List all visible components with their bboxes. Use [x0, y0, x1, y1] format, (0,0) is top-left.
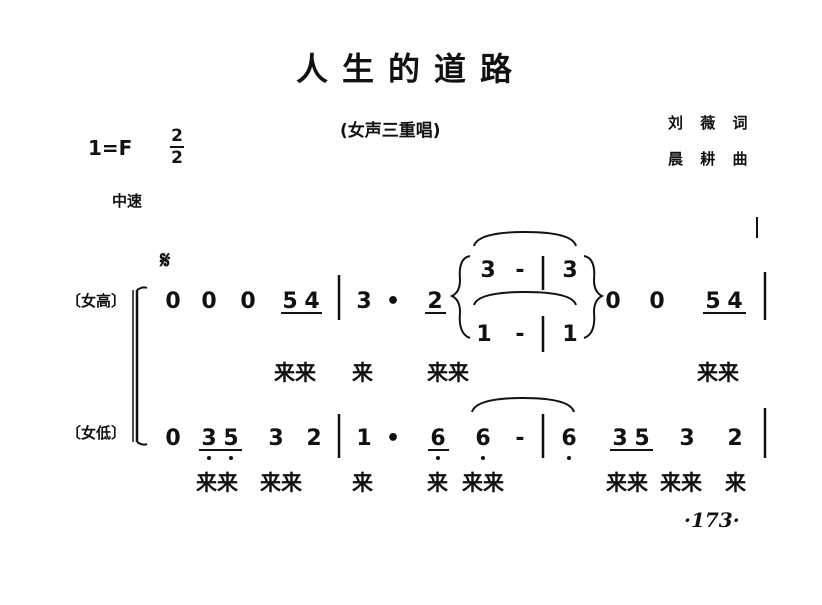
lower-note: 3	[268, 426, 284, 451]
lower-lyric: 来来	[196, 471, 238, 495]
upper-dot: •	[385, 289, 401, 314]
upper-note: 5	[282, 289, 298, 314]
lower-note: 5	[223, 426, 239, 451]
segno-icon: 𝄋	[160, 246, 171, 274]
lower-note: 5	[634, 426, 650, 451]
lower-note: 6	[475, 426, 491, 451]
lower-note: 3	[612, 426, 628, 451]
lower-note: 3	[201, 426, 217, 451]
upper-note: 2	[427, 289, 443, 314]
upper-note-top: 3	[480, 258, 496, 283]
octave-dot	[567, 456, 571, 460]
lower-note: 6	[561, 426, 577, 451]
upper-note: 3	[356, 289, 372, 314]
lower-note: 3	[679, 426, 695, 451]
tempo-marking: 中速	[112, 192, 143, 210]
upper-dash: -	[515, 258, 525, 283]
voice-label-upper: 〔女高〕	[66, 292, 127, 310]
voice-label-lower: 〔女低〕	[66, 424, 127, 442]
upper-note-bottom: 1	[476, 322, 492, 347]
slur	[473, 230, 577, 247]
page-number: ·173·	[684, 508, 740, 532]
lower-lyric: 来	[725, 471, 746, 495]
octave-dot	[481, 456, 485, 460]
lower-lyric: 来来	[606, 471, 648, 495]
lower-lyric: 来	[427, 471, 448, 495]
upper-note: 4	[304, 289, 320, 314]
lower-dash: -	[515, 426, 525, 451]
upper-lyric: 来来	[274, 361, 316, 385]
octave-dot	[229, 456, 233, 460]
upper-note-top: 3	[562, 258, 578, 283]
upper-note: 0	[649, 289, 665, 314]
key-signature: 1=F	[88, 136, 133, 160]
lower-lyric: 来	[352, 471, 373, 495]
time-signature-top: 2	[171, 126, 183, 146]
upper-dash: -	[515, 322, 525, 347]
upper-note: 0	[605, 289, 621, 314]
lower-note: 6	[430, 426, 446, 451]
upper-lyric: 来来	[697, 361, 739, 385]
lower-lyric: 来来	[260, 471, 302, 495]
lower-note: 1	[356, 426, 372, 451]
slur	[473, 290, 577, 306]
slur	[471, 396, 575, 413]
upper-note: 0	[240, 289, 256, 314]
composer-credit: 晨 耕 曲	[668, 150, 754, 168]
time-signature-bottom: 2	[171, 148, 183, 168]
lower-note: 2	[306, 426, 322, 451]
voice-brace	[449, 255, 471, 339]
lyricist-credit: 刘 薇 词	[668, 114, 754, 132]
upper-lyric: 来来	[427, 361, 469, 385]
time-signature: 2 2	[170, 126, 184, 168]
upper-lyric: 来	[352, 361, 373, 385]
upper-note: 4	[727, 289, 743, 314]
octave-dot	[436, 456, 440, 460]
lower-lyric: 来来	[660, 471, 702, 495]
upper-note: 0	[201, 289, 217, 314]
lower-dot: •	[385, 426, 401, 451]
octave-dot	[207, 456, 211, 460]
upper-note: 0	[165, 289, 181, 314]
lower-note: 2	[727, 426, 743, 451]
upper-note: 5	[705, 289, 721, 314]
lower-lyric: 来来	[462, 471, 504, 495]
subtitle: (女声三重唱)	[340, 121, 441, 141]
voice-brace	[583, 255, 605, 339]
lower-note: 0	[165, 426, 181, 451]
song-title: 人生的道路	[295, 50, 526, 88]
upper-note-bottom: 1	[562, 322, 578, 347]
